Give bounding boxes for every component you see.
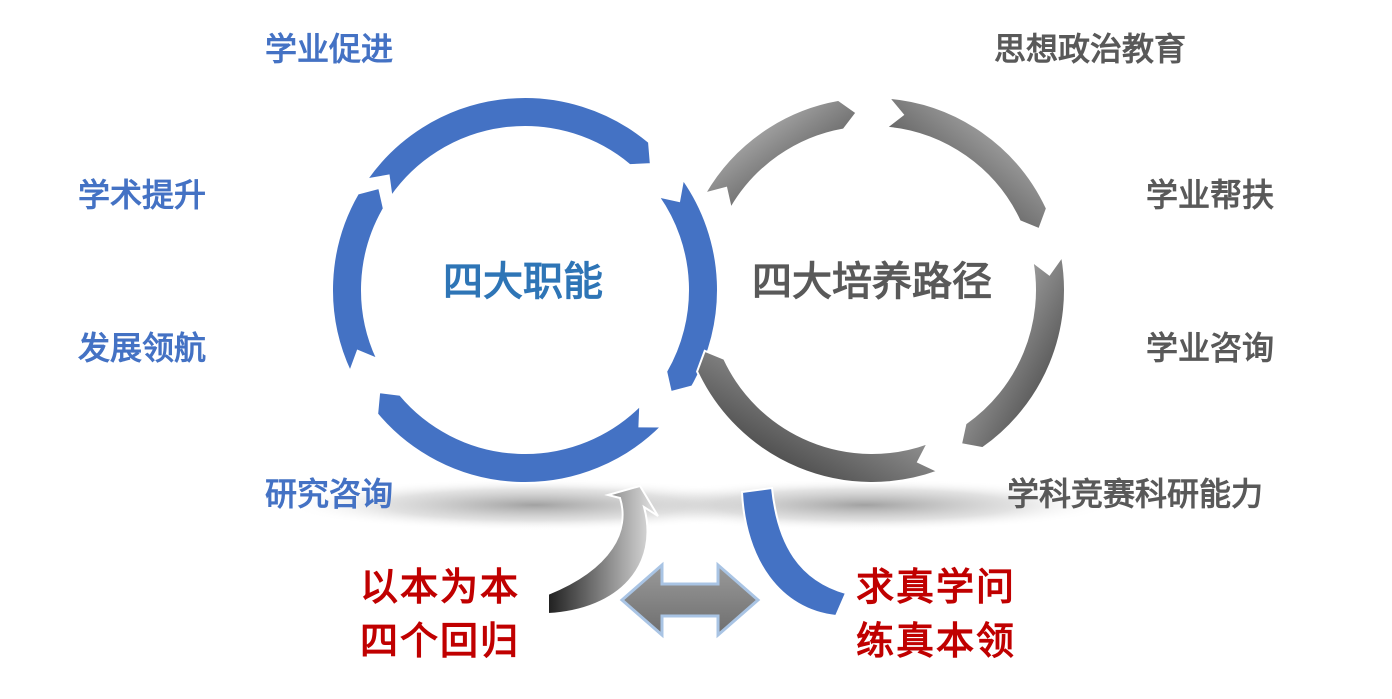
right-ring-segment-top-right xyxy=(883,96,1049,231)
bottom-right-line-2: 练真本领 xyxy=(856,619,1017,663)
right-item-competition-research: 学科竞赛科研能力 xyxy=(1007,475,1264,513)
right-ring-segment-bottom xyxy=(696,349,941,484)
left-cycle-ring xyxy=(331,96,719,484)
left-item-development-navigation: 发展领航 xyxy=(78,329,207,367)
left-ring-segment-right xyxy=(656,176,719,394)
left-ring-segment-top xyxy=(364,96,652,200)
double-arrow-icon xyxy=(619,561,761,639)
right-ring-segment-right xyxy=(959,253,1066,450)
right-ring-segment-top-left xyxy=(702,98,858,212)
left-item-academic-promotion: 学业促进 xyxy=(265,30,394,68)
left-ring-segment-bottom xyxy=(376,390,664,484)
blue-curved-arrow xyxy=(740,486,848,618)
bottom-left-line-1: 以本为本 xyxy=(360,565,521,609)
left-ring-segment-left xyxy=(331,186,385,375)
right-cycle-title: 四大培养路径 xyxy=(752,259,992,305)
bottom-right-line-1: 求真学问 xyxy=(856,565,1017,609)
left-cycle-title: 四大职能 xyxy=(443,259,603,305)
right-ring-shadow xyxy=(615,479,1115,531)
right-item-academic-consulting: 学业咨询 xyxy=(1146,329,1275,367)
left-item-research-consulting: 研究咨询 xyxy=(265,475,394,513)
right-item-ideological-education: 思想政治教育 xyxy=(994,30,1187,68)
right-item-academic-assistance: 学业帮扶 xyxy=(1146,176,1275,214)
bottom-left-line-2: 四个回归 xyxy=(360,619,521,663)
right-cycle-ring xyxy=(696,96,1066,484)
left-item-academic-improvement: 学术提升 xyxy=(78,176,207,214)
grey-curved-arrow xyxy=(547,484,659,616)
